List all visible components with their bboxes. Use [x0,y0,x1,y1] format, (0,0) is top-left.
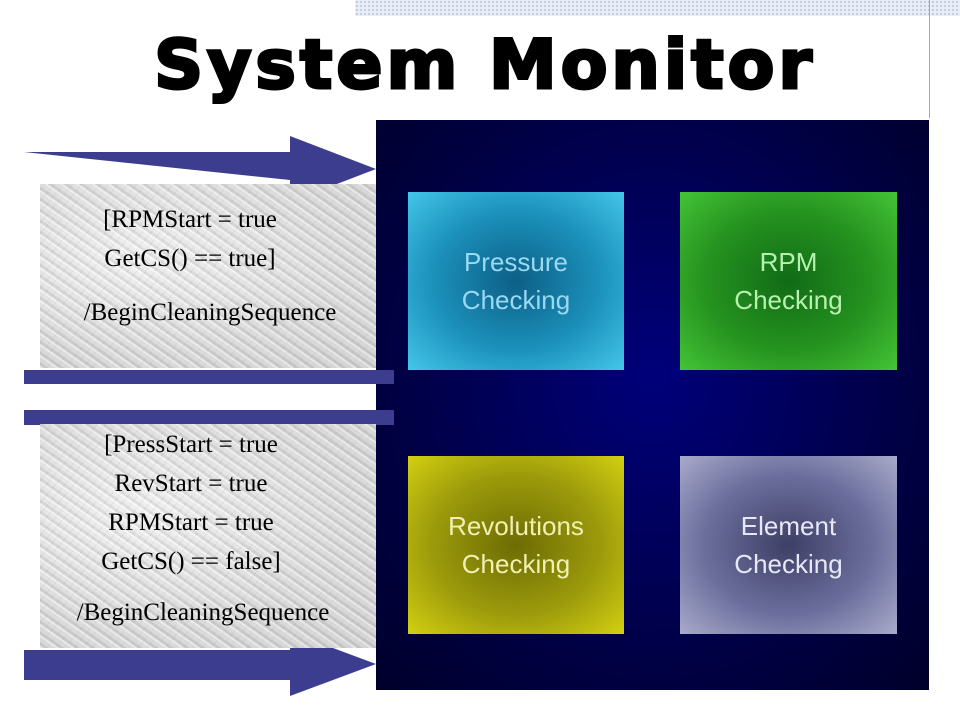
header-pattern [355,0,960,16]
transition-guard-2-text: [PressStart = true RevStart = true RPMSt… [101,431,281,575]
state-pressure-checking: Pressure Checking [408,192,624,370]
state-element-checking: Element Checking [680,456,897,634]
state-pressure-label: Pressure Checking [461,246,571,315]
state-rpm-checking: RPM Checking [680,192,897,370]
slide-title-text: System Monitor [154,26,816,105]
transition-guard-2: [PressStart = true RevStart = true RPMSt… [40,425,342,581]
state-revolutions-label: Revolutions Checking [448,510,584,579]
transition-guard-1-text: [RPMStart = true GetCS() == true] [103,206,277,272]
slide-title-svg: System Monitor [153,25,816,107]
transition-guard-1: [RPMStart = true GetCS() == true] [40,200,340,278]
state-rpm-label: RPM Checking [734,246,843,315]
decorative-line [929,0,930,118]
transition-label-box-2 [40,424,376,648]
transition-arrow-2 [24,410,394,696]
transition-action-1: /BeginCleaningSequence [83,299,337,326]
slide-title: System Monitor [105,24,865,107]
state-element-label: Element Checking [734,510,843,579]
transition-action-2: /BeginCleaningSequence [76,599,330,626]
transition-label-box-1 [40,184,376,368]
state-revolutions-checking: Revolutions Checking [408,456,624,634]
